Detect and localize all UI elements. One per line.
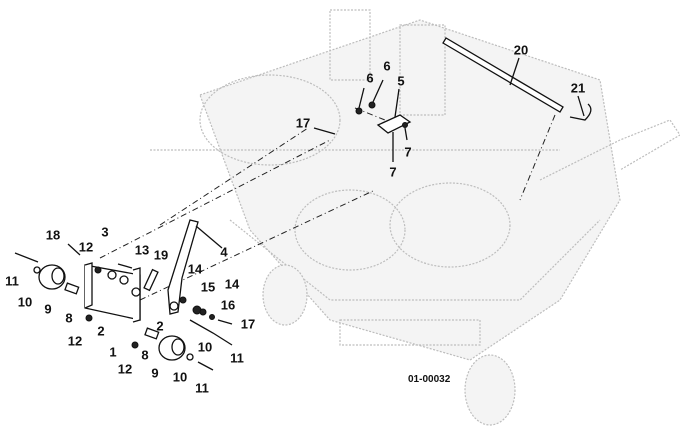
callout-17: 17 <box>240 316 256 332</box>
callout-3: 3 <box>101 224 109 240</box>
idler-pulley-part <box>38 264 186 361</box>
callout-2: 2 <box>97 323 105 339</box>
callout-1: 1 <box>109 344 117 360</box>
callout-19: 19 <box>153 247 169 263</box>
callout-6: 6 <box>383 58 391 74</box>
figure-id: 01-00032 <box>408 374 451 385</box>
arm-part <box>167 219 223 315</box>
mounting-plate-part <box>84 262 141 323</box>
callout-12: 12 <box>67 333 83 349</box>
callout-10: 10 <box>17 294 33 310</box>
callout-11: 11 <box>230 350 244 366</box>
callout-14: 14 <box>187 261 203 277</box>
callout-12: 12 <box>117 361 133 377</box>
callout-4: 4 <box>220 244 228 260</box>
callout-8: 8 <box>141 347 149 363</box>
callout-7: 7 <box>389 164 397 180</box>
callout-20: 20 <box>513 42 529 58</box>
hook-part <box>569 95 592 121</box>
callout-9: 9 <box>151 365 159 381</box>
callout-17: 17 <box>295 115 311 131</box>
callout-14: 14 <box>224 276 240 292</box>
callout-6: 6 <box>366 70 374 86</box>
callout-7: 7 <box>404 144 412 160</box>
bracket-part <box>313 79 412 162</box>
callout-13: 13 <box>134 242 150 258</box>
callout-12: 12 <box>78 239 94 255</box>
callout-2: 2 <box>156 318 164 334</box>
callout-8: 8 <box>65 310 73 326</box>
callout-10: 10 <box>172 369 188 385</box>
callout-11: 11 <box>5 273 19 289</box>
callout-15: 15 <box>200 279 216 295</box>
hardware-parts <box>14 243 233 371</box>
rod-part <box>442 37 564 113</box>
mower-deck-outline <box>150 9 680 426</box>
callout-11: 11 <box>195 380 209 396</box>
callout-5: 5 <box>397 73 405 89</box>
callout-16: 16 <box>220 297 236 313</box>
callout-10: 10 <box>197 339 213 355</box>
callout-18: 18 <box>45 227 61 243</box>
callout-21: 21 <box>570 80 586 96</box>
callout-9: 9 <box>44 301 52 317</box>
